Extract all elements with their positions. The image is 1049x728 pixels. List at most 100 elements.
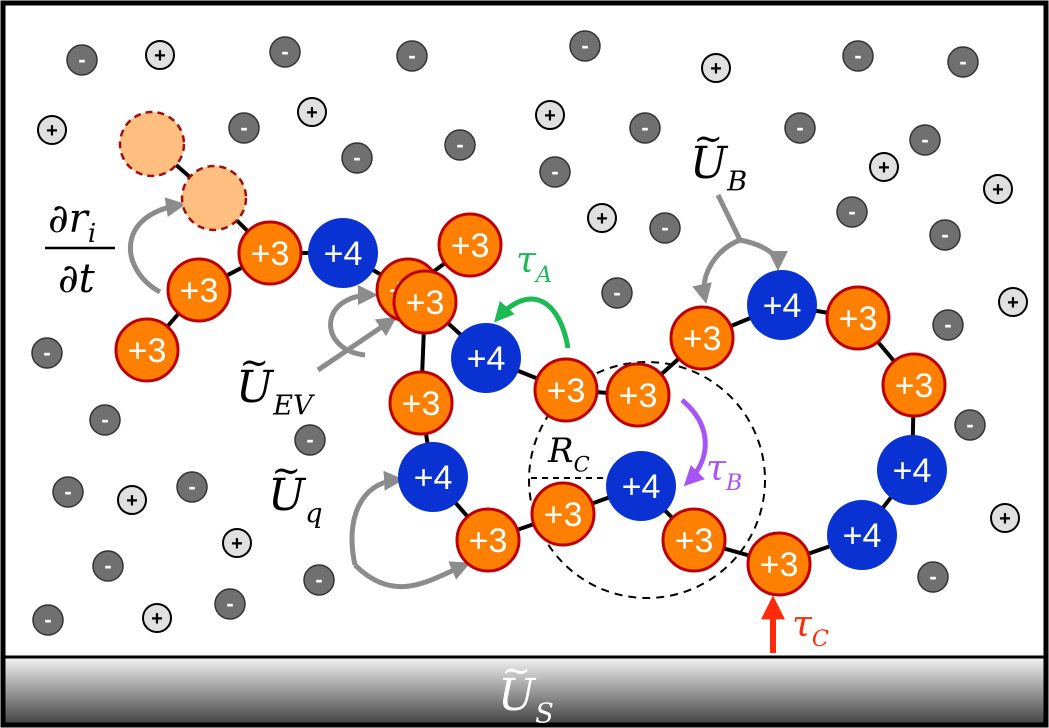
anion-ion: - — [929, 219, 961, 251]
svg-text:+3: +3 — [895, 367, 934, 405]
excluded-volume-arrow — [316, 316, 397, 373]
svg-text:-: - — [456, 132, 463, 157]
svg-text:+4: +4 — [763, 287, 802, 325]
svg-text:-: - — [661, 215, 668, 240]
trivalent-bead: +3 — [746, 531, 812, 597]
trivalent-bead: +3 — [669, 305, 735, 371]
svg-text:-: - — [281, 39, 288, 64]
anion-ion: - — [294, 424, 326, 456]
svg-text:+: + — [154, 45, 166, 67]
anion-ion: - — [341, 142, 373, 174]
svg-text:+: + — [306, 102, 318, 124]
svg-text:-: - — [101, 407, 108, 432]
svg-text:-: - — [240, 115, 247, 140]
tetravalent-bead: +4 — [451, 323, 521, 393]
ghost-bead — [118, 110, 186, 178]
trivalent-bead: +3 — [437, 212, 503, 278]
tetravalent-bead: +4 — [747, 270, 817, 340]
anion-ion: - — [947, 46, 979, 78]
trivalent-bead: +3 — [237, 220, 303, 286]
tetravalent-bead: +4 — [877, 435, 947, 505]
anion-ion: - — [909, 124, 941, 156]
cation-ion: + — [535, 100, 565, 130]
svg-text:-: - — [104, 553, 111, 578]
svg-text:-: - — [929, 564, 936, 589]
bond-label: UB~ — [690, 119, 747, 198]
tau-b-label: τB — [706, 448, 742, 496]
substrate-surface — [3, 657, 1046, 725]
svg-text:-: - — [848, 199, 855, 224]
svg-text:-: - — [226, 591, 233, 616]
svg-text:+3: +3 — [180, 272, 219, 310]
svg-text:+3: +3 — [839, 300, 878, 338]
velocity-arrow — [127, 197, 186, 295]
cation-ion: + — [37, 115, 67, 145]
svg-text:+: + — [878, 157, 890, 179]
svg-text:+4: +4 — [843, 517, 882, 555]
svg-text:-: - — [641, 115, 648, 140]
svg-text:RC: RC — [547, 431, 590, 477]
svg-text:+3: +3 — [469, 522, 508, 560]
svg-text:-: - — [854, 43, 861, 68]
anion-ion: - — [932, 309, 964, 341]
cutoff-radius-label: RC — [547, 431, 590, 477]
bond-arrow-stem — [715, 193, 743, 242]
svg-text:-: - — [959, 49, 966, 74]
anion-ion: - — [954, 409, 986, 441]
ion-layer: -----------------------------+++++++++++… — [31, 30, 1028, 636]
svg-text:-: - — [315, 567, 322, 592]
tetravalent-bead: +4 — [308, 218, 378, 288]
svg-text:+4: +4 — [622, 468, 661, 506]
anion-ion: - — [569, 30, 601, 62]
bond-arrow-left — [692, 237, 742, 304]
anion-ion: - — [89, 404, 121, 436]
anion-ion: - — [649, 212, 681, 244]
anion-ion: - — [842, 40, 874, 72]
anion-ion: - — [539, 156, 571, 188]
svg-text:-: - — [43, 340, 50, 365]
cation-ion: + — [145, 40, 175, 70]
svg-text:τA: τA — [516, 240, 552, 288]
coulomb-arrow-right — [353, 561, 471, 590]
trivalent-bead: +3 — [825, 285, 891, 351]
svg-text:+4: +4 — [467, 340, 506, 378]
svg-text:-: - — [944, 312, 951, 337]
surface-label: US~ — [498, 651, 554, 728]
svg-text:-: - — [188, 474, 195, 499]
svg-text:+: + — [126, 490, 138, 512]
svg-text:~: ~ — [240, 343, 269, 384]
anion-ion: - — [836, 196, 868, 228]
svg-text:US: US — [498, 670, 554, 728]
svg-text:+: + — [231, 533, 243, 555]
svg-text:+: + — [710, 58, 722, 80]
cation-ion: + — [701, 53, 731, 83]
svg-text:+3: +3 — [128, 332, 167, 370]
svg-text:+: + — [1007, 292, 1019, 314]
anion-ion: - — [92, 550, 124, 582]
cation-ion: + — [142, 603, 172, 633]
excluded-volume-curl — [328, 285, 378, 358]
anion-ion: - — [66, 44, 98, 76]
tau-b-arrow — [680, 398, 708, 487]
svg-text:-: - — [64, 479, 71, 504]
svg-text:-: - — [613, 280, 620, 305]
coulomb-arrow-up — [349, 470, 404, 566]
svg-text:+3: +3 — [544, 496, 583, 534]
svg-text:-: - — [353, 145, 360, 170]
cation-ion: + — [869, 152, 899, 182]
anion-ion: - — [32, 604, 64, 636]
trivalent-bead: +3 — [661, 507, 727, 573]
cation-ion: + — [990, 503, 1020, 533]
svg-text:+: + — [596, 208, 608, 230]
svg-text:τC: τC — [792, 604, 829, 652]
cation-ion: + — [222, 528, 252, 558]
cation-ion: + — [297, 97, 327, 127]
anion-ion: - — [176, 471, 208, 503]
tetravalent-bead: +4 — [827, 500, 897, 570]
svg-text:-: - — [966, 412, 973, 437]
anion-ion: - — [444, 129, 476, 161]
coulomb-label: Uq~ — [268, 451, 323, 530]
svg-text:∂ri: ∂ri — [48, 196, 96, 249]
excluded-volume-label: UEV~ — [236, 343, 316, 422]
